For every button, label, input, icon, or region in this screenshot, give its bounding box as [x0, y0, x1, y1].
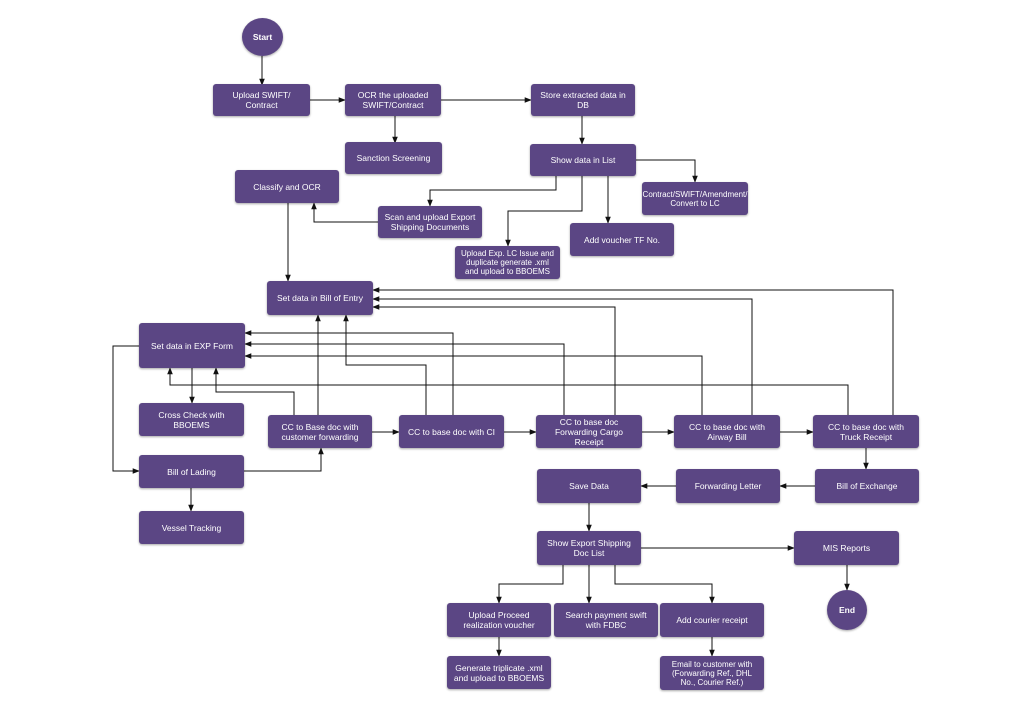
search-payment-swift-node: Search payment swift with FDBC [554, 603, 658, 637]
vessel-tracking-node: Vessel Tracking [139, 511, 244, 544]
arrow-cctruck-to-expform [167, 367, 849, 415]
scan-upload-export-docs-node: Scan and upload Export Shipping Document… [378, 206, 482, 238]
save-data-node: Save Data [537, 469, 641, 503]
arrow-showlist-to-scan [427, 176, 557, 207]
arrow-billlading-to-ccfwd [244, 447, 324, 472]
arrow-ccairway-to-expform [244, 353, 703, 415]
mis-reports-node: MIS Reports [794, 531, 899, 565]
show-export-doc-list-node: Show Export Shipping Doc List [537, 531, 641, 565]
arrow-scan-to-classify [311, 202, 378, 223]
sanction-screening-node: Sanction Screening [345, 142, 442, 174]
store-extracted-data-node: Store extracted data in DB [531, 84, 635, 116]
classify-ocr-node: Classify and OCR [235, 170, 339, 203]
cc-customer-forwarding-node: CC to Base doc with customer forwarding [268, 415, 372, 448]
arrow-exportlist-to-proceed [496, 565, 564, 604]
ocr-uploaded-node: OCR the uploaded SWIFT/Contract [345, 84, 441, 116]
upload-proceed-voucher-node: Upload Proceed realization voucher [447, 603, 551, 637]
add-voucher-tf-node: Add voucher TF No. [570, 223, 674, 256]
arrow-ccci-to-billentry [343, 314, 427, 415]
cross-check-bboems-node: Cross Check with BBOEMS [139, 403, 244, 436]
arrow-exportlist-to-courier [614, 565, 715, 604]
arrow-ccci-to-expform [244, 330, 454, 415]
set-bill-entry-node: Set data in Bill of Entry [267, 281, 373, 315]
upload-swift-contract-node: Upload SWIFT/ Contract [213, 84, 310, 116]
generate-triplicate-node: Generate triplicate .xml and upload to B… [447, 656, 551, 689]
arrow-cctruck-to-billentry [372, 287, 894, 415]
bill-lading-node: Bill of Lading [139, 455, 244, 488]
end-node: End [827, 590, 867, 630]
arrow-ccfcr-to-expform [244, 341, 565, 415]
arrow-expform-to-billlading [112, 345, 140, 474]
upload-exp-lc-node: Upload Exp. LC Issue and duplicate gener… [455, 246, 560, 279]
arrow-ccfcr-to-billentry [372, 304, 616, 415]
cc-ci-node: CC to base doc with CI [399, 415, 504, 448]
cc-truck-receipt-node: CC to base doc with Truck Receipt [813, 415, 919, 448]
cc-airway-bill-node: CC to base doc with Airway Bill [674, 415, 780, 448]
add-courier-receipt-node: Add courier receipt [660, 603, 764, 637]
arrow-ccfwd-to-expform [213, 367, 295, 415]
bill-exchange-node: Bill of Exchange [815, 469, 919, 503]
forwarding-letter-node: Forwarding Letter [676, 469, 780, 503]
show-data-list-node: Show data in List [530, 144, 636, 176]
set-exp-form-node: Set data in EXP Form [139, 323, 245, 368]
email-customer-node: Email to customer with (Forwarding Ref.,… [660, 656, 764, 690]
cc-fcr-node: CC to base doc Forwarding Cargo Receipt [536, 415, 642, 448]
contract-convert-lc-node: Contract/SWIFT/Amendment/ Convert to LC [642, 182, 748, 215]
start-node: Start [242, 18, 283, 56]
arrow-ccairway-to-billentry [372, 296, 753, 415]
arrow-showlist-to-contract [636, 159, 698, 183]
arrow-showlist-to-uploadlc [505, 176, 583, 247]
